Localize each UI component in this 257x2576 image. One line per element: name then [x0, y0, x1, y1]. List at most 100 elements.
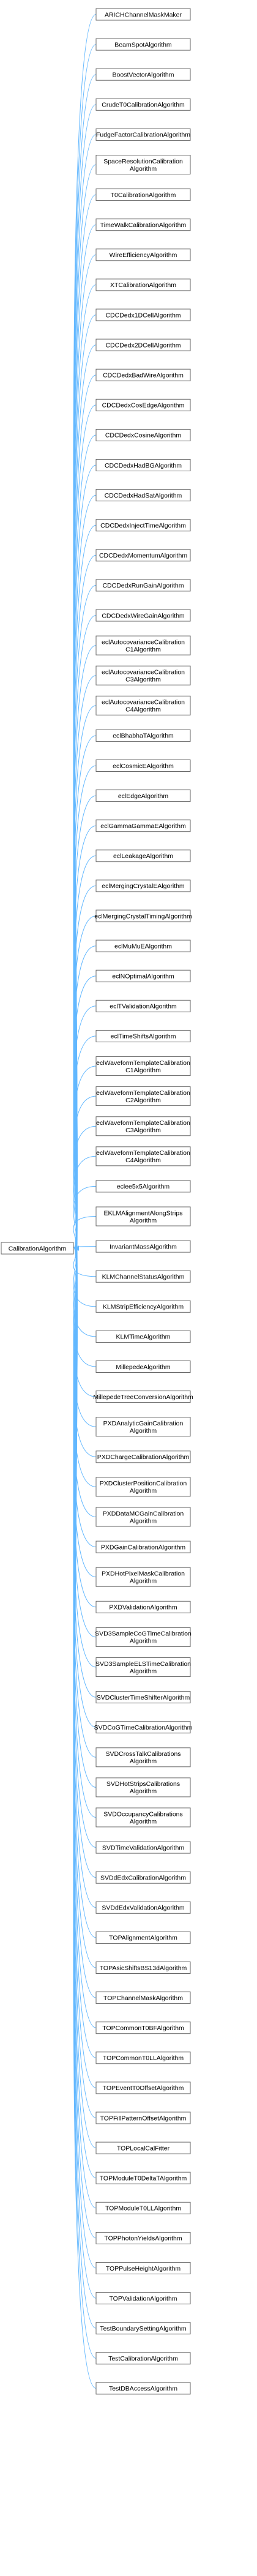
class-node-label: TOPEventT0OffsetAlgorithm: [103, 2085, 184, 2092]
class-node-c26[interactable]: eclEdgeAlgorithm: [95, 790, 191, 802]
class-node-c4[interactable]: FudgeFactorCalibrationAlgorithm: [95, 128, 191, 141]
class-node-c15[interactable]: CDCDedxHadBGAlgorithm: [95, 459, 191, 471]
class-node-c11[interactable]: CDCDedx2DCellAlgorithm: [95, 338, 191, 351]
class-node-c6[interactable]: T0CalibrationAlgorithm: [95, 189, 191, 201]
class-node-label: eclEdgeAlgorithm: [118, 793, 169, 800]
class-node-c71[interactable]: TOPLocalCalFitter: [95, 2141, 191, 2154]
class-node-c12[interactable]: CDCDedxBadWireAlgorithm: [95, 368, 191, 381]
class-node-c18[interactable]: CDCDedxMomentumAlgorithm: [95, 549, 191, 562]
class-node-c25[interactable]: eclCosmicEAlgorithm: [95, 760, 191, 772]
class-node-c78[interactable]: TestCalibrationAlgorithm: [95, 2352, 191, 2365]
class-node-c1[interactable]: BeamSpotAlgorithm: [95, 38, 191, 51]
class-node-c19[interactable]: CDCDedxRunGainAlgorithm: [95, 579, 191, 592]
class-node-c24[interactable]: eclBhabhaTAlgorithm: [95, 729, 191, 742]
class-node-c43[interactable]: KLMStripEfficiencyAlgorithm: [95, 1300, 191, 1313]
class-node-c76[interactable]: TOPValidationAlgorithm: [95, 2292, 191, 2305]
class-node-c39[interactable]: eclee5x5Algorithm: [95, 1180, 191, 1193]
class-node-c33[interactable]: eclTValidationAlgorithm: [95, 999, 191, 1012]
class-node-c48[interactable]: PXDChargeCalibrationAlgorithm: [95, 1450, 191, 1463]
class-node-c17[interactable]: CDCDedxInjectTimeAlgorithm: [95, 519, 191, 532]
class-node-c69[interactable]: TOPEventT0OffsetAlgorithm: [95, 2081, 191, 2094]
class-node-c64[interactable]: TOPAlignmentAlgorithm: [95, 1931, 191, 1944]
class-node-c70[interactable]: TOPFillPatternOffsetAlgorithm: [95, 2111, 191, 2124]
class-node-label-line: Algorithm: [130, 1818, 157, 1825]
class-node-c56[interactable]: SVDClusterTimeShifterAlgorithm: [95, 1691, 191, 1704]
class-node-c72[interactable]: TOPModuleT0DeltaTAlgorithm: [95, 2171, 191, 2184]
class-node-c9[interactable]: XTCalibrationAlgorithm: [95, 278, 191, 291]
class-node-c68[interactable]: TOPCommonT0LLAlgorithm: [95, 2051, 191, 2064]
class-node-label-line: KLMStripEfficiencyAlgorithm: [103, 1304, 184, 1311]
class-node-c66[interactable]: TOPChannelMaskAlgorithm: [95, 1992, 191, 2004]
class-node-label-line: TOPAlignmentAlgorithm: [109, 1935, 177, 1942]
class-node-c8[interactable]: WireEfficiencyAlgorithm: [95, 248, 191, 261]
class-node-c29[interactable]: eclMergingCrystalEAlgorithm: [95, 879, 191, 892]
class-node-box: [95, 1417, 191, 1437]
class-node-c30[interactable]: eclMergingCrystalTimingAlgorithm: [94, 909, 192, 922]
class-node-c65[interactable]: TOPAsicShiftsBS13dAlgorithm: [95, 1962, 191, 1974]
class-node-label: eclMergingCrystalTimingAlgorithm: [94, 913, 192, 920]
class-node-c67[interactable]: TOPCommonT0BFAlgorithm: [95, 2022, 191, 2034]
class-node-label: MillepedeTreeConversionAlgorithm: [93, 1394, 193, 1401]
class-node-c13[interactable]: CDCDedxCosEdgeAlgorithm: [95, 398, 191, 411]
class-node-c77[interactable]: TestBoundarySettingAlgorithm: [95, 2322, 191, 2335]
class-node-c2[interactable]: BoostVectorAlgorithm: [95, 68, 191, 81]
class-node-c73[interactable]: TOPModuleT0LLAlgorithm: [95, 2201, 191, 2214]
class-node-c42[interactable]: KLMChannelStatusAlgorithm: [95, 1270, 191, 1283]
class-node-c61[interactable]: SVDTimeValidationAlgorithm: [95, 1841, 191, 1854]
class-node-c74[interactable]: TOPPhotonYieldsAlgorithm: [95, 2231, 191, 2244]
class-node-label: TestDBAccessAlgorithm: [109, 2385, 177, 2392]
class-node-c32[interactable]: eclNOptimalAlgorithm: [95, 969, 191, 982]
class-node-c45[interactable]: MillepedeAlgorithm: [95, 1361, 191, 1373]
class-node-c10[interactable]: CDCDedx1DCellAlgorithm: [95, 308, 191, 321]
class-node-c75[interactable]: TOPPulseHeightAlgorithm: [95, 2262, 191, 2274]
class-node-box: [95, 218, 191, 231]
class-node-c53[interactable]: PXDValidationAlgorithm: [95, 1600, 191, 1613]
class-node-c7[interactable]: TimeWalkCalibrationAlgorithm: [95, 218, 191, 231]
class-node-c57[interactable]: SVDCoGTimeCalibrationAlgorithm: [94, 1721, 193, 1734]
class-node-c16[interactable]: CDCDedxHadSatAlgorithm: [95, 489, 191, 502]
base-class-node[interactable]: CalibrationAlgorithm: [1, 1242, 74, 1255]
class-node-c41[interactable]: InvariantMassAlgorithm: [95, 1240, 191, 1253]
class-node-box: [95, 1116, 191, 1137]
class-node-label: SVDClusterTimeShifterAlgorithm: [97, 1694, 190, 1701]
class-node-c31[interactable]: eclMuMuEAlgorithm: [95, 939, 191, 952]
class-node-label: eclee5x5Algorithm: [117, 1183, 170, 1190]
class-node-c3[interactable]: CrudeT0CalibrationAlgorithm: [95, 98, 191, 111]
class-node-c44[interactable]: KLMTimeAlgorithm: [95, 1330, 191, 1343]
class-node-c34[interactable]: eclTimeShiftsAlgorithm: [95, 1029, 191, 1042]
class-node-c27[interactable]: eclGammaGammaEAlgorithm: [95, 819, 191, 832]
class-node-c62[interactable]: SVDdEdxCalibrationAlgorithm: [95, 1871, 191, 1884]
class-node-label-line: eclee5x5Algorithm: [117, 1183, 170, 1190]
class-node-c63[interactable]: SVDdEdxValidationAlgorithm: [95, 1901, 191, 1914]
class-node-c28[interactable]: eclLeakageAlgorithm: [95, 849, 191, 862]
class-node-c14[interactable]: CDCDedxCosineAlgorithm: [95, 428, 191, 441]
class-node-label: eclLeakageAlgorithm: [113, 853, 173, 860]
class-node-label-line: CDCDedx1DCellAlgorithm: [105, 312, 181, 319]
class-node-c79[interactable]: TestDBAccessAlgorithm: [95, 2382, 191, 2395]
class-node-c0[interactable]: ARICHChannelMaskMaker: [95, 8, 191, 21]
class-node-c51[interactable]: PXDGainCalibrationAlgorithm: [95, 1540, 191, 1553]
base-class-box: [1, 1242, 74, 1255]
class-node-label-line: PXDDataMCGainCalibration: [103, 1510, 184, 1517]
class-node-c20[interactable]: CDCDedxWireGainAlgorithm: [95, 609, 191, 622]
class-node-c46[interactable]: MillepedeTreeConversionAlgorithm: [93, 1391, 193, 1403]
